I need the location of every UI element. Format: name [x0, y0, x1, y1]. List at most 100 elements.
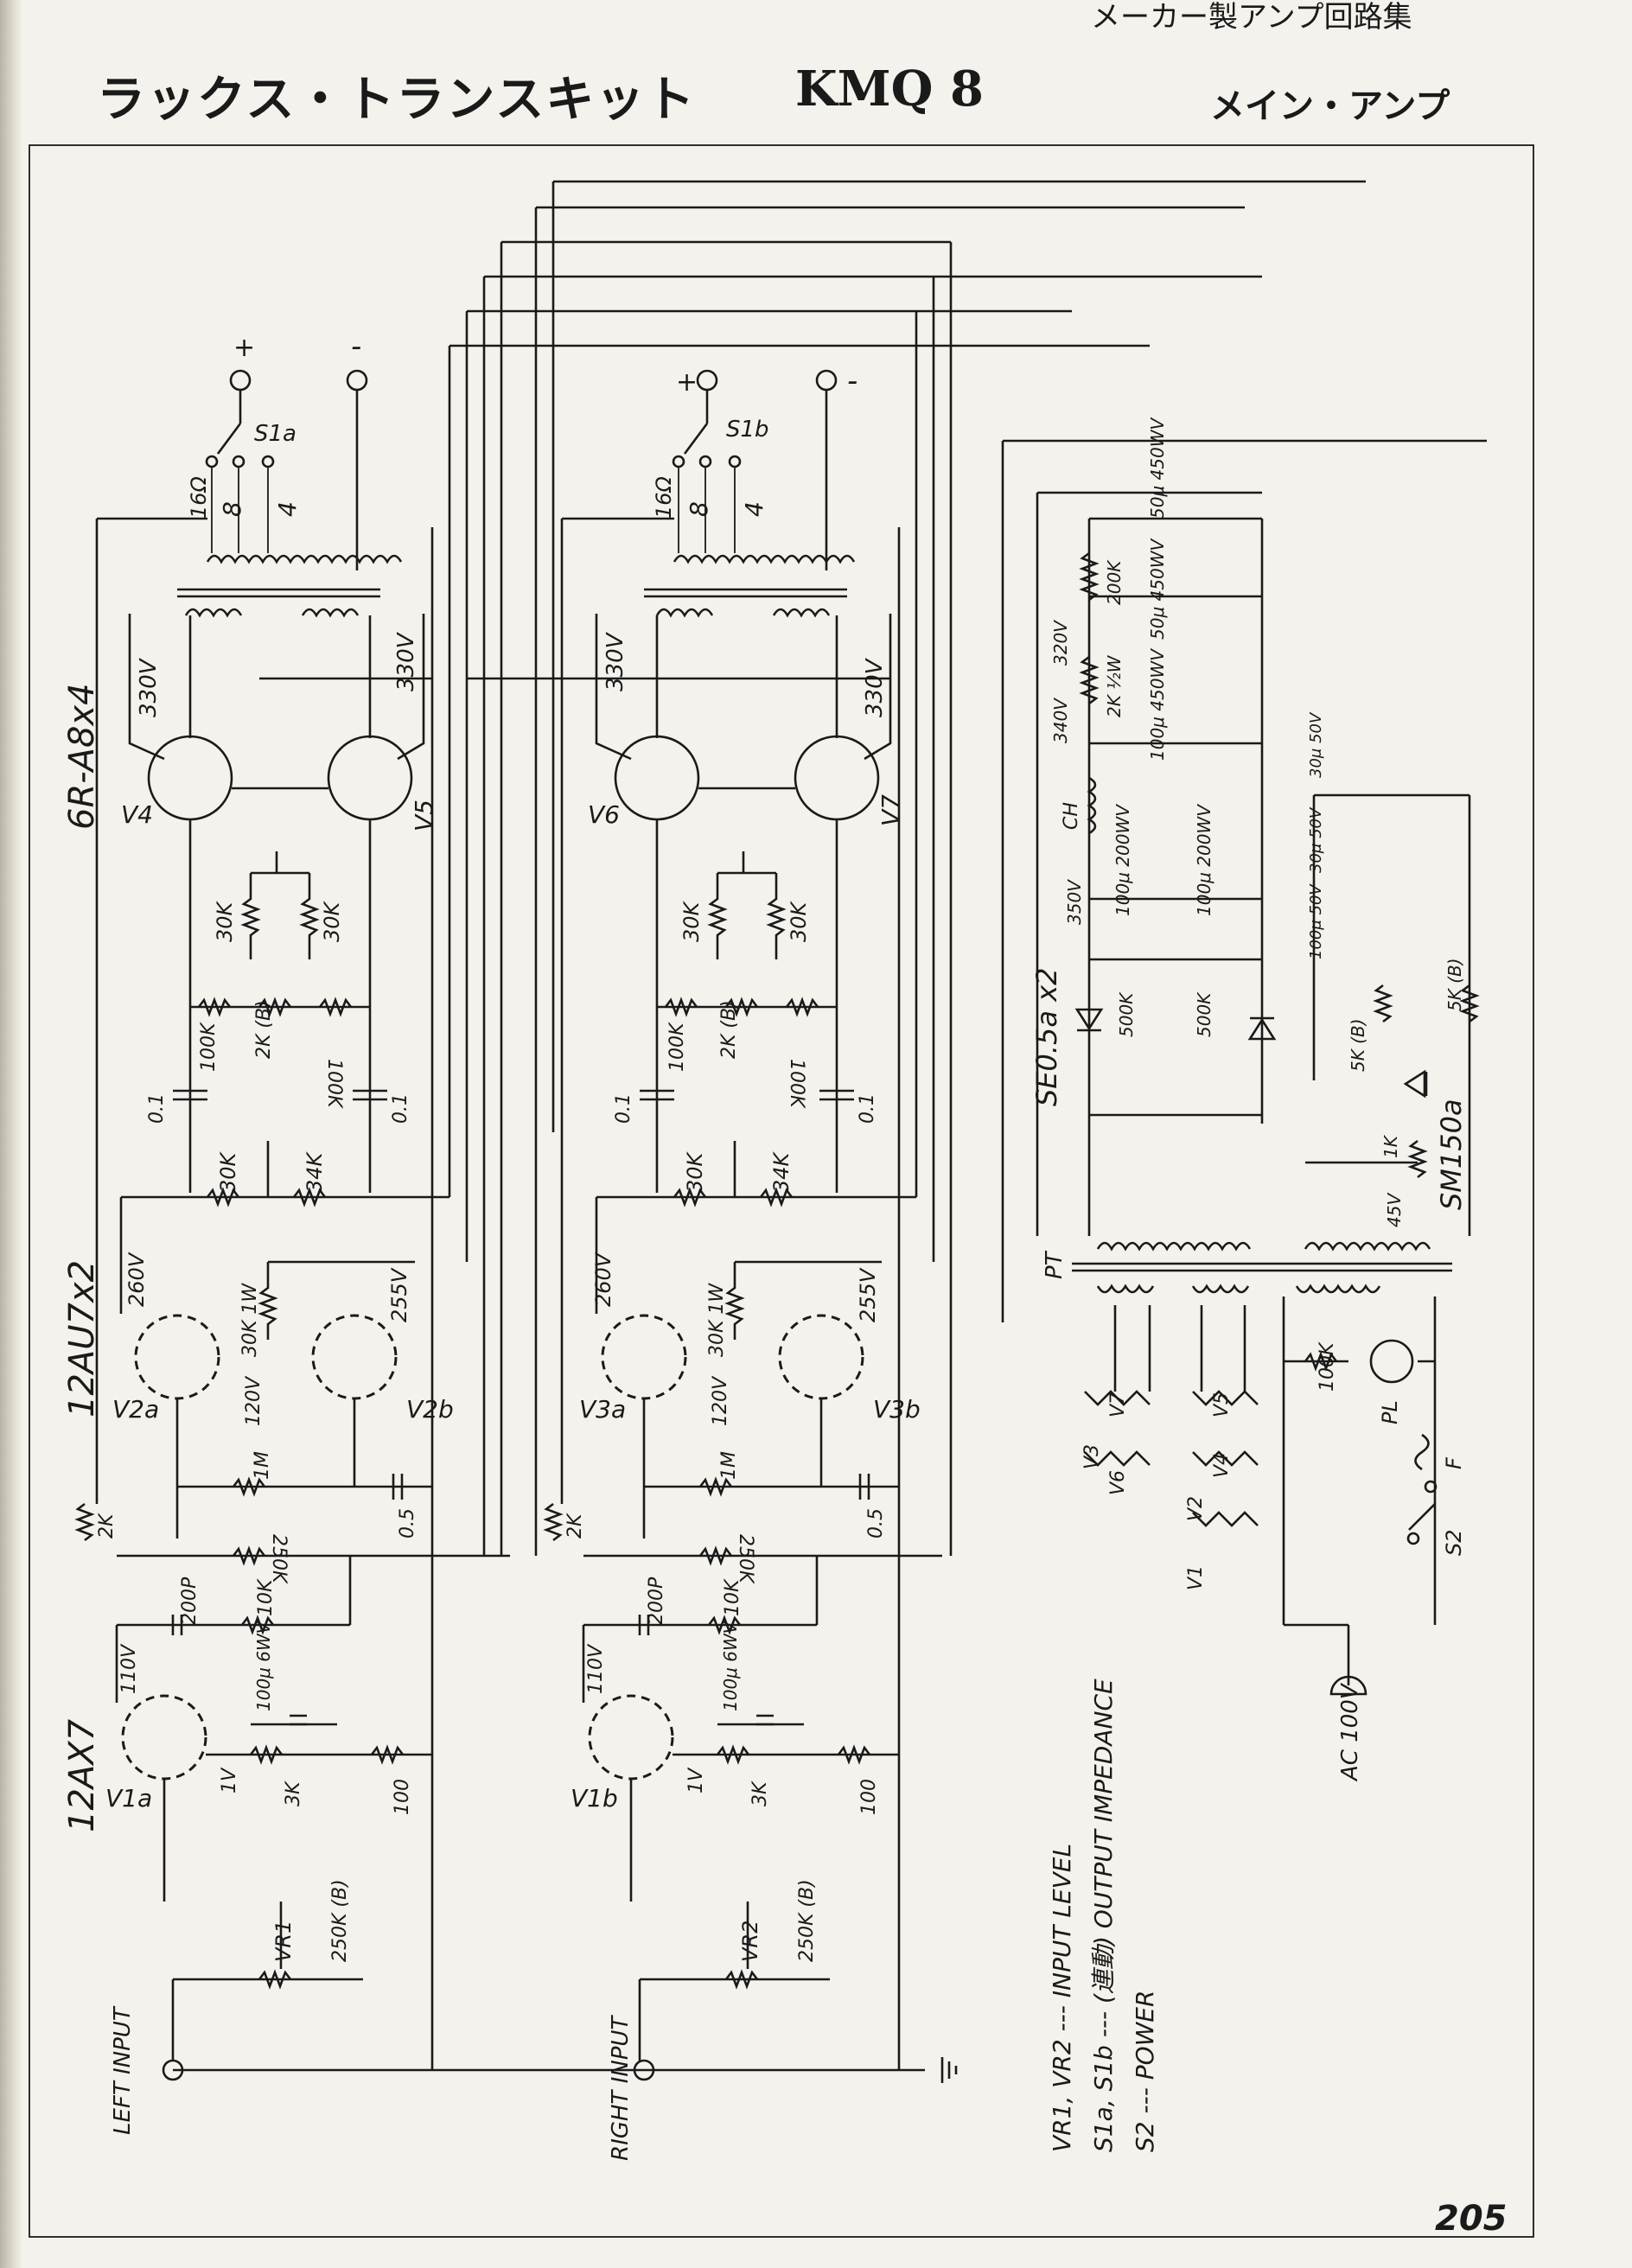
- speaker-terminal-minus-left: [346, 369, 368, 392]
- rectifier-se05a: SE0.5a x2: [1030, 968, 1063, 1107]
- output-tubes-right: [467, 614, 892, 1193]
- coupling-caps: [173, 1089, 854, 1101]
- resistor-30k-1w-2: 30K 1W: [706, 1283, 728, 1357]
- pot-2k-b-2: 2K (B): [718, 1000, 740, 1059]
- cap-0.1-3: 0.1: [613, 1093, 634, 1124]
- heater-label-v6: V6: [1107, 1470, 1129, 1495]
- cap-30u-50v-1: 30μ 50V: [1307, 711, 1325, 778]
- resistor-pilot-100k: 100K: [1316, 1341, 1338, 1392]
- resistor-34k-1: 34K: [303, 1150, 327, 1193]
- cap-200p-1: 200P: [179, 1577, 201, 1625]
- fuse-label: F: [1442, 1456, 1466, 1469]
- plate-loads-right: [596, 1141, 916, 1207]
- voltage-120v-1: 120V: [243, 1375, 265, 1426]
- voltage-255v-2: 255V: [856, 1267, 880, 1322]
- ac-input-label: AC 100V: [1337, 1682, 1363, 1782]
- heater-label-v5: V5: [1211, 1392, 1233, 1418]
- impedance-switch-left: [205, 390, 359, 570]
- driver-tubes-right: [595, 1197, 882, 1539]
- page-title: ラックス・トランスキット: [97, 71, 697, 128]
- cap-100u-200wv-1: 100μ 200WV: [1112, 804, 1133, 916]
- resistor-2k-label-right: 2K: [564, 1513, 586, 1539]
- feedback-network-left: [177, 1474, 432, 1500]
- cap-100u-6wv-2: 100μ 6WV: [720, 1621, 741, 1711]
- ac-primary-circuit: [1282, 1296, 1438, 1696]
- tube-label-v2b: V2b: [406, 1395, 454, 1424]
- resistor-30k-1w-1: 30K 1W: [239, 1283, 261, 1357]
- voltage-260v-1: 260V: [124, 1252, 149, 1307]
- right-input-label: RIGHT INPUT: [608, 2015, 634, 2161]
- tap-4-right: 4: [740, 501, 768, 517]
- resistor-30k-2: 30K: [320, 900, 344, 942]
- voltage-330v-3: 330V: [602, 631, 628, 691]
- resistor-1k: 1K: [1380, 1134, 1401, 1158]
- resistor-2k-left: [74, 1502, 95, 1542]
- pot-5k-b-2: 5K (B): [1444, 958, 1465, 1011]
- pot-250k-b-2: 250K (B): [796, 1879, 818, 1962]
- plus-label-right: +: [676, 367, 698, 398]
- resistor-250k-1: 250K: [268, 1534, 290, 1584]
- input-tube-right: [582, 1625, 899, 1902]
- pot-250k-b-1: 250K (B): [329, 1879, 351, 1962]
- resistor-2k-right: [543, 1502, 564, 1542]
- cap-0.1-2: 0.1: [390, 1093, 411, 1124]
- resistor-100k-2: 100K: [323, 1059, 345, 1109]
- page-binding-shadow: [0, 0, 22, 2268]
- output-transformer-left: [177, 554, 403, 618]
- resistor-30k-6: 30K: [683, 1150, 707, 1193]
- voltage-1v-1: 1V: [219, 1767, 240, 1793]
- impedance-switch-right: [672, 390, 828, 570]
- resistor-100-1: 100: [392, 1779, 413, 1815]
- voltage-340v: 340V: [1050, 698, 1071, 743]
- power-transformer-label: PT: [1042, 1250, 1068, 1279]
- page-frame: [29, 144, 1534, 2238]
- resistor-30k-5: 30K: [216, 1150, 240, 1193]
- left-input-jack: [162, 2059, 184, 2081]
- running-head: メーカー製アンプ回路集: [1091, 0, 1412, 35]
- legend-line-output-impedance: S1a, S1b --- (連動) OUTPUT IMPEDANCE: [1089, 1679, 1118, 2152]
- bias-supply: [1305, 793, 1480, 1236]
- voltage-330v-1: 330V: [136, 657, 162, 717]
- resistor-100k-4: 100K: [786, 1059, 807, 1109]
- voltage-110v-2: 110V: [585, 1643, 607, 1694]
- tube-type-12ax7: 12AX7: [62, 1718, 102, 1832]
- resistor-10k-1: 10K: [255, 1578, 277, 1616]
- pilot-lamp-label: PL: [1378, 1400, 1402, 1424]
- tap-4-left: 4: [273, 501, 302, 517]
- regulator-sm150a: SM150a: [1435, 1099, 1468, 1210]
- resistor-1m-2: 1M: [718, 1451, 740, 1480]
- tube-type-6r-a8: 6R-A8x4: [62, 683, 102, 830]
- resistor-2k-half-watt: 2K ½W: [1104, 654, 1125, 717]
- cap-0.5-1: 0.5: [397, 1508, 418, 1539]
- voltage-255v-1: 255V: [387, 1267, 411, 1322]
- resistor-500k-2: 500K: [1194, 991, 1214, 1037]
- plate-loads-left: [121, 1141, 449, 1207]
- right-input-jack: [633, 2059, 655, 2081]
- speaker-terminal-plus-right: [696, 369, 718, 392]
- pot-5k-b-1: 5K (B): [1348, 1018, 1368, 1072]
- resistor-100k-3: 100K: [666, 1022, 688, 1072]
- voltage-120v-2: 120V: [710, 1375, 731, 1426]
- rectifier-diodes: [1074, 1008, 1277, 1041]
- heater-label-v7: V7: [1107, 1392, 1129, 1418]
- balance-network-left: [190, 851, 370, 1017]
- cap-30u-50v-2: 30μ 50V: [1307, 806, 1325, 873]
- voltage-330v-4: 330V: [862, 657, 888, 717]
- driver-tubes-left: [119, 1197, 415, 1539]
- resistor-30k-1: 30K: [213, 900, 237, 942]
- voltage-320v: 320V: [1050, 620, 1071, 666]
- page-number: 205: [1435, 2199, 1508, 2239]
- cap-100u-6wv-1: 100μ 6WV: [253, 1621, 274, 1711]
- pot-vr1: VR1: [271, 1921, 296, 1962]
- heater-label-v1: V1: [1185, 1565, 1207, 1590]
- heater-label-v4: V4: [1211, 1453, 1233, 1478]
- plus-label-left: +: [233, 333, 255, 363]
- cap-100u-200wv-2: 100μ 200WV: [1194, 804, 1214, 916]
- bus-wiring: [95, 180, 1487, 2070]
- minus-label-right: -: [847, 364, 857, 398]
- cap-100u-50v: 100μ 50V: [1307, 883, 1325, 959]
- resistor-30k-4: 30K: [787, 900, 811, 942]
- voltage-110v-1: 110V: [118, 1643, 140, 1694]
- voltage-260v-2: 260V: [591, 1252, 615, 1307]
